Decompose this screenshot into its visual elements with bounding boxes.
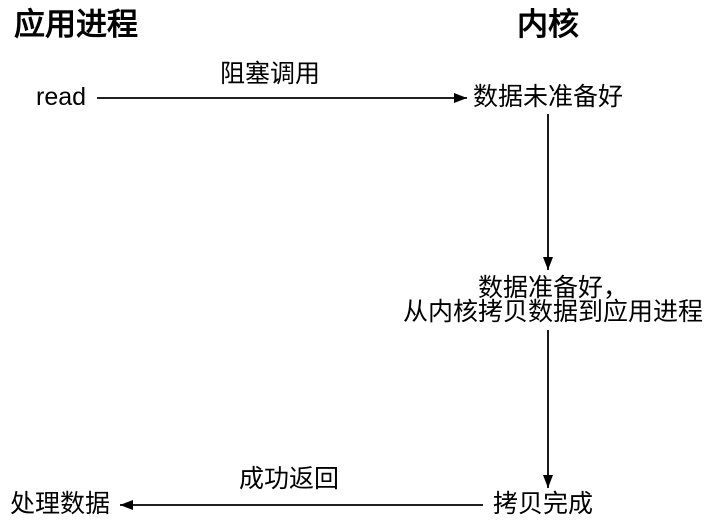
node-data-ready-line1: 数据准备好， xyxy=(477,274,629,302)
node-data-not-ready: 数据未准备好 xyxy=(473,83,624,111)
node-read: read xyxy=(36,83,87,111)
node-process-data: 处理数据 xyxy=(10,490,111,518)
node-data-ready-line2: 从内核拷贝数据到应用进程 xyxy=(402,298,704,326)
column-header-kernel: 内核 xyxy=(517,7,579,42)
column-header-application-process: 应用进程 xyxy=(14,7,138,42)
edge-label-blocking-call: 阻塞调用 xyxy=(219,60,321,88)
node-copy-complete: 拷贝完成 xyxy=(493,490,594,518)
edge-label-success-return: 成功返回 xyxy=(238,465,340,493)
